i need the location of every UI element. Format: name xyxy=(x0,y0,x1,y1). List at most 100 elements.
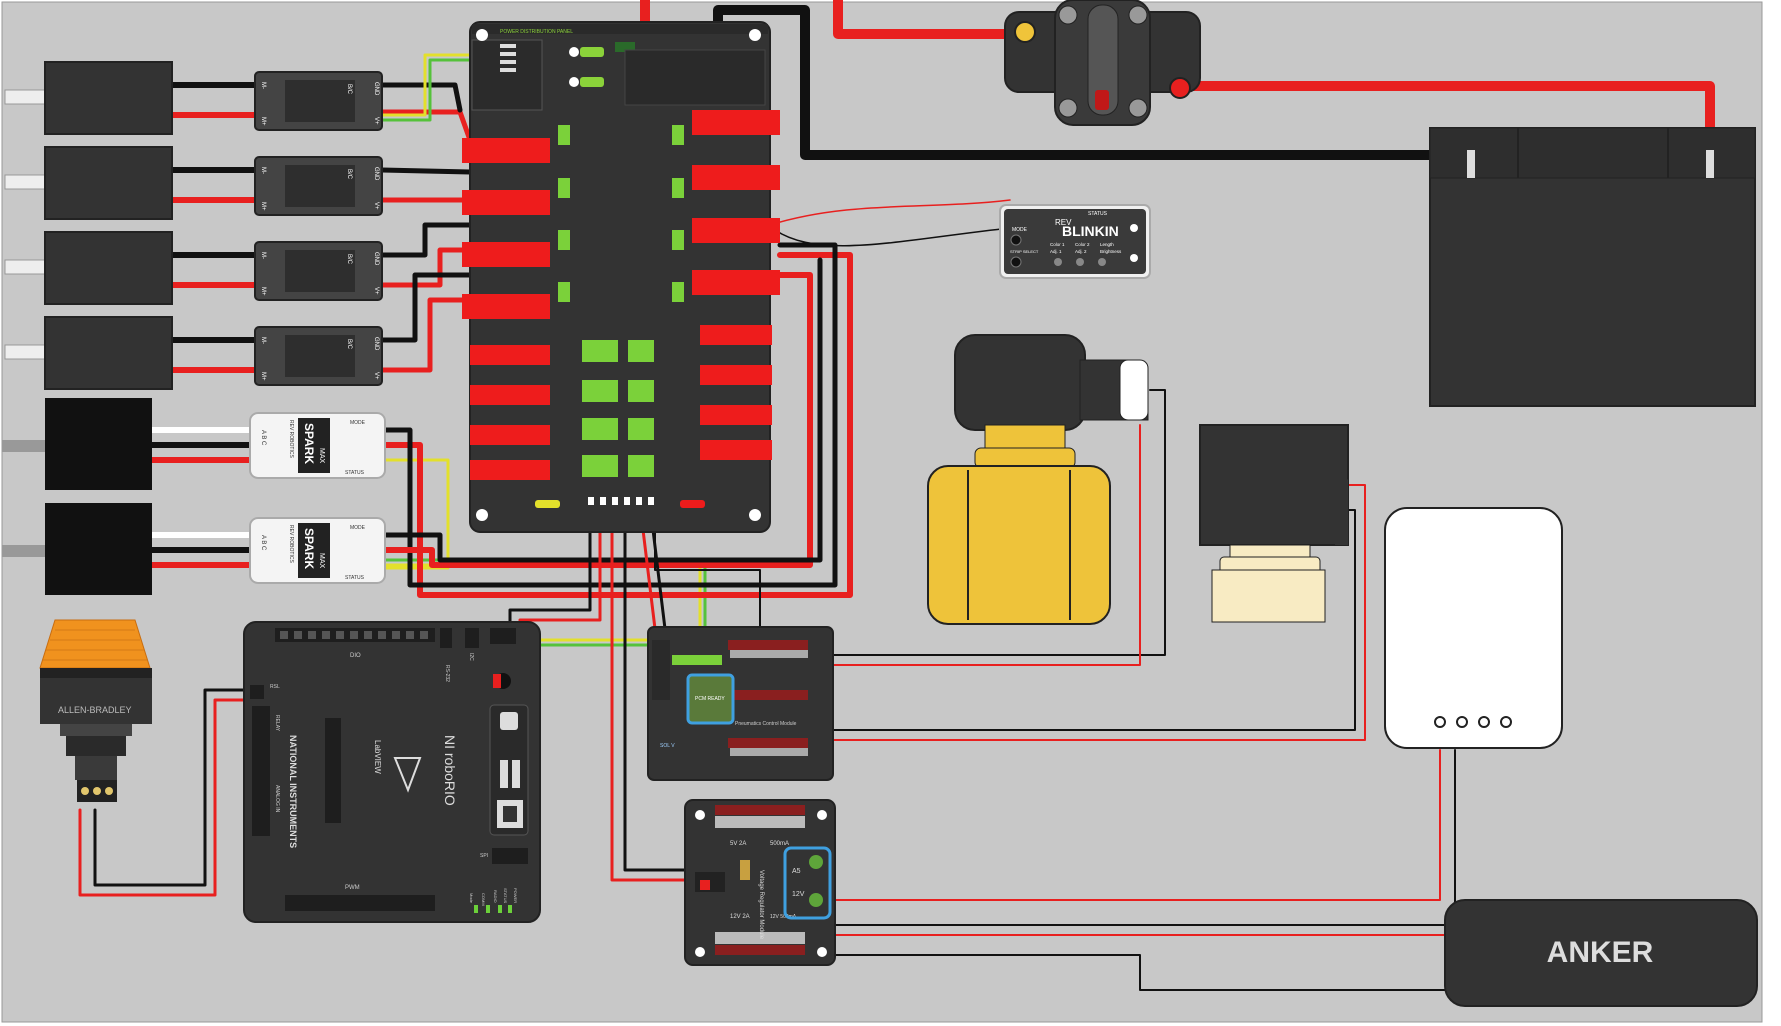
wires xyxy=(78,0,1715,991)
circuit-breaker-icon xyxy=(1004,0,1201,126)
controller-vplus: V+ xyxy=(373,202,379,210)
spark-max-brand: REV ROBOTICS xyxy=(288,420,294,458)
spark-max-status: STATUS xyxy=(345,575,365,581)
controller-vplus: V+ xyxy=(373,287,379,295)
motor-controller: B/C GND V+ M- M+ xyxy=(254,156,383,216)
controller-mplus: M+ xyxy=(260,287,266,296)
roborio-maker: NATIONAL INSTRUMENTS xyxy=(288,735,298,848)
motor-icon xyxy=(4,231,173,305)
vrm-5v-2a: 5V 2A xyxy=(730,841,746,847)
vrm-500ma: 500mA xyxy=(770,841,789,847)
controller-gnd: GND xyxy=(373,337,379,351)
pdp-fuse-tabs xyxy=(558,125,684,302)
vrm-12v: 12V xyxy=(792,891,805,898)
roborio-analog-in: ANALOG IN xyxy=(274,785,280,813)
controller-gnd: GND xyxy=(373,167,379,181)
controller-gnd: GND xyxy=(373,252,379,266)
controller-bc: B/C xyxy=(346,169,352,180)
usb-port-icon xyxy=(500,712,518,730)
solenoid-valve-icon xyxy=(927,334,1149,625)
anker-label: ANKER xyxy=(1547,936,1654,969)
roborio-status: STATUS xyxy=(503,888,508,904)
vrm-12v-2a: 12V 2A xyxy=(730,914,750,920)
roborio-dio: DIO xyxy=(350,653,361,659)
roborio-labview: LabVIEW xyxy=(373,740,382,774)
roborio-power: POWER xyxy=(513,888,518,903)
controller-mminus: M- xyxy=(260,167,266,174)
roborio-pwm: PWM xyxy=(345,885,360,891)
power-distribution-panel: POWER DISTRIBUTION PANEL xyxy=(462,21,780,533)
vrm-a5: A5 xyxy=(792,868,801,875)
blinkin-status: STATUS xyxy=(1088,211,1108,217)
spark-max-abc: A B C xyxy=(260,535,266,551)
motor-icon xyxy=(4,316,173,390)
compressor-icon xyxy=(1199,424,1349,623)
motor-icon xyxy=(2,398,152,490)
blinkin-title: BLINKIN xyxy=(1062,223,1119,239)
roborio-spi: SPI xyxy=(480,853,488,859)
spark-max-status: STATUS xyxy=(345,470,365,476)
pneumatics-control-module: Pneumatics Control Module SOL V PCM READ… xyxy=(647,626,834,781)
roborio: DIO RS-232 I2C RSL RELAY ANALOG IN NATIO… xyxy=(243,621,541,923)
blinkin-adj1: Adj. 1 xyxy=(1050,249,1062,254)
blinkin-brightness: Brightness xyxy=(1100,249,1122,254)
motor-leads xyxy=(149,82,258,568)
stack-light-brand: ALLEN-BRADLEY xyxy=(58,705,132,715)
controller-vplus: V+ xyxy=(373,117,379,125)
pdp-title: POWER DISTRIBUTION PANEL xyxy=(500,29,573,35)
blinkin-adj2: Adj. 2 xyxy=(1075,249,1087,254)
spark-max-mode: MODE xyxy=(350,420,366,426)
battery-icon xyxy=(1429,127,1756,407)
motor-icon xyxy=(4,61,173,135)
blinkin-strip-select: STRIP SELECT xyxy=(1010,249,1039,254)
controller-gnd: GND xyxy=(373,82,379,96)
pdp-left-breakers xyxy=(462,138,550,480)
roborio-mode: Mode xyxy=(469,893,474,904)
controller-mminus: M- xyxy=(260,337,266,344)
blinkin-mode: MODE xyxy=(1012,227,1028,233)
anker-battery-pack: ANKER xyxy=(1444,899,1758,1007)
roborio-comm: COMM xyxy=(481,893,486,906)
controller-mplus: M+ xyxy=(260,372,266,381)
voltage-regulator-module: 5V 2A 500mA 12V 2A 12V 500mA Voltage Reg… xyxy=(684,799,836,966)
spark-max-mode: MODE xyxy=(350,525,366,531)
blinkin-length: Length xyxy=(1100,242,1114,247)
roborio-rs232: RS-232 xyxy=(444,665,450,682)
controller-mplus: M+ xyxy=(260,202,266,211)
roborio-i2c: I2C xyxy=(468,653,474,661)
roborio-radio: RADIO xyxy=(493,890,498,903)
vrm-title: Voltage Regulator Module xyxy=(758,870,764,940)
spark-max-brand: REV ROBOTICS xyxy=(288,525,294,563)
roborio-rsl: RSL xyxy=(270,684,280,690)
pcm-label: Pneumatics Control Module xyxy=(735,721,797,727)
roborio-name: NI roboRIO xyxy=(442,735,458,806)
controller-bc: B/C xyxy=(346,84,352,95)
spark-max-name: SPARK xyxy=(302,423,316,464)
stack-light-icon: ALLEN-BRADLEY xyxy=(39,619,152,802)
pdp-right-breakers xyxy=(692,110,780,460)
spark-max-name: SPARK xyxy=(302,528,316,569)
blinkin-led-driver: REV BLINKIN STATUS MODE STRIP SELECT Col… xyxy=(999,204,1151,279)
motor-icon xyxy=(2,503,152,595)
blinkin-brand: REV xyxy=(1055,218,1072,227)
motor-controller: B/C GND V+ M- M+ xyxy=(254,71,383,131)
roborio-relay: RELAY xyxy=(274,715,280,732)
pdp-mini-fuses xyxy=(582,340,654,477)
blinkin-color2: Color 2 xyxy=(1075,242,1090,247)
pcm-sol-v: SOL V xyxy=(660,743,675,749)
spark-max-abc: A B C xyxy=(260,430,266,446)
radio-icon xyxy=(1384,507,1563,749)
controller-vplus: V+ xyxy=(373,372,379,380)
spark-max-sub: MAX xyxy=(318,448,325,464)
controller-mminus: M- xyxy=(260,82,266,89)
controller-mplus: M+ xyxy=(260,117,266,126)
pcm-ready: PCM READY xyxy=(695,696,725,702)
controller-bc: B/C xyxy=(346,254,352,265)
